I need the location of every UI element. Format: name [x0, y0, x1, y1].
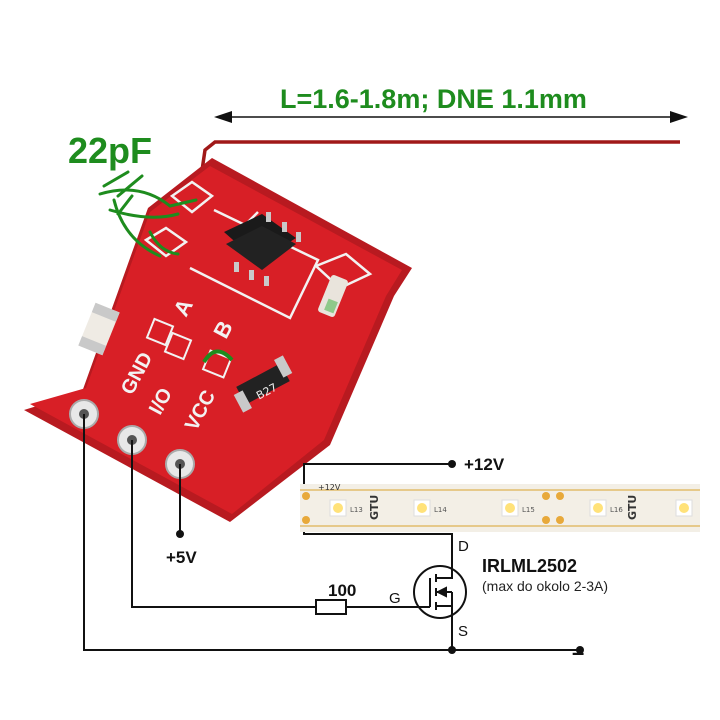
ground-symbol: – — [572, 640, 585, 665]
supply-12v-label: +12V — [464, 455, 505, 474]
strip-marking-2: GTU — [626, 495, 639, 520]
resistor-value-label: 100 — [328, 581, 357, 600]
strip-led-1 — [329, 499, 347, 517]
strip-marking-1: GTU — [368, 495, 381, 520]
strip-led-label-4: L16 — [610, 506, 623, 514]
wire-length-annotation: L=1.6-1.8m; DNE 1.1mm — [280, 84, 587, 114]
strip-led-4 — [589, 499, 607, 517]
mosfet-symbol — [413, 562, 467, 620]
led-strip: +12V GTU GTU L13 L14 L15 L16 — [300, 483, 700, 532]
gate-label: G — [389, 590, 401, 607]
strip-led-label-2: L14 — [434, 506, 447, 514]
strip-led-2 — [413, 499, 431, 517]
mosfet-note: (max do okolo 2-3A) — [482, 578, 609, 594]
indicator-led — [313, 252, 373, 318]
supply-5v-label: +5V — [166, 548, 197, 567]
strip-voltage-label: +12V — [318, 483, 341, 492]
strip-led-5 — [675, 499, 693, 517]
smd-resistor: B27 — [233, 355, 293, 413]
ic-chip — [224, 212, 301, 286]
schematic-wires — [83, 414, 580, 651]
mosfet-part-label: IRLML2502 — [482, 556, 578, 576]
capacitor-sketch — [98, 170, 198, 258]
smd-capacitor — [78, 302, 120, 356]
resistor-symbol — [315, 599, 347, 615]
strip-led-label-1: L13 — [350, 506, 363, 514]
strip-led-label-3: L15 — [522, 506, 535, 514]
strip-led-3 — [501, 499, 519, 517]
capacitor-annotation: 22pF — [68, 130, 153, 171]
source-label: S — [458, 623, 469, 640]
dimension-arrow — [214, 111, 688, 123]
touch-sensor-board: B27 A B GND I/O VCC — [24, 158, 412, 522]
drain-label: D — [458, 538, 469, 555]
